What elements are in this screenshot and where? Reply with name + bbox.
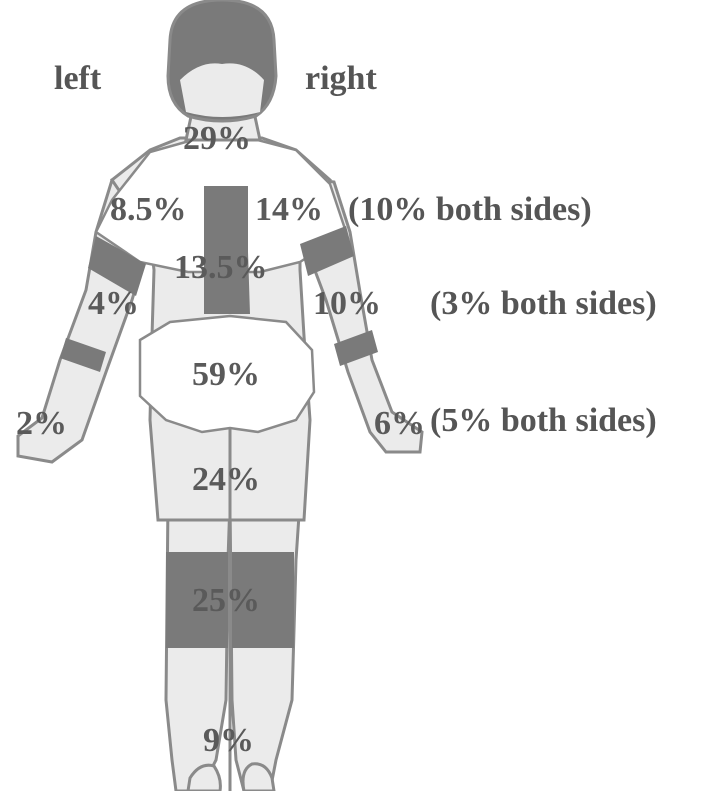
right-shoulder-percent: 14% bbox=[255, 193, 323, 227]
left-shoulder-percent: 8.5% bbox=[110, 193, 187, 227]
right-side-label: right bbox=[305, 62, 377, 96]
foot-percent: 9% bbox=[203, 724, 254, 758]
lower-back-percent: 59% bbox=[192, 358, 260, 392]
right-hand-percent: 6% bbox=[374, 407, 425, 441]
knee-percent: 25% bbox=[192, 584, 260, 618]
shoulder-both-sides-note: (10% both sides) bbox=[348, 193, 592, 227]
nape bbox=[180, 63, 264, 117]
hand-both-sides-note: (5% both sides) bbox=[430, 404, 657, 438]
left-side-label: left bbox=[54, 62, 101, 96]
upper-back-percent: 13.5% bbox=[174, 251, 268, 285]
right-elbow-percent: 10% bbox=[313, 287, 381, 321]
head-neck-percent: 29% bbox=[183, 122, 251, 156]
left-hand-percent: 2% bbox=[16, 407, 67, 441]
hip-thigh-percent: 24% bbox=[192, 463, 260, 497]
elbow-both-sides-note: (3% both sides) bbox=[430, 287, 657, 321]
left-elbow-percent: 4% bbox=[88, 287, 139, 321]
